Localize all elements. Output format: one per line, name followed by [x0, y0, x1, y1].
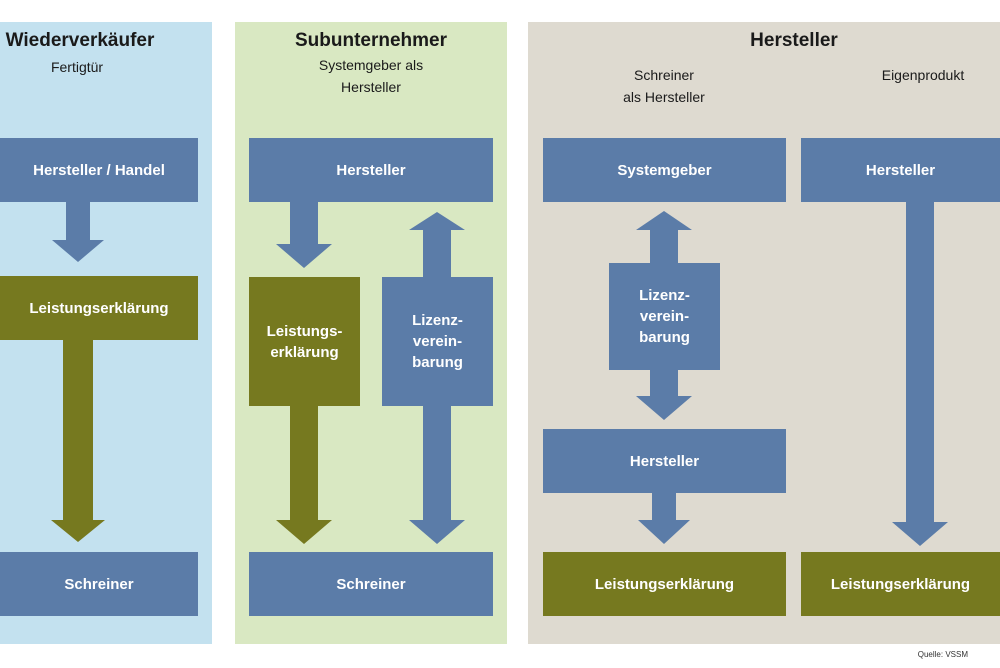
box-lizenzvereinbarung-p3: Lizenz- verein- barung: [609, 263, 720, 370]
arrow-p2-top-down: [276, 202, 332, 268]
box-hersteller-p3-col2: Hersteller: [801, 138, 1000, 202]
box-hersteller-p2: Hersteller: [249, 138, 493, 202]
box-leistungserklaerung-p3-col1: Leistungserklärung: [543, 552, 786, 616]
box-hersteller-p3-col1: Hersteller: [543, 429, 786, 493]
title-wiederverkaeufer: Wiederverkäufer: [5, 30, 155, 51]
title-subunternehmer: Subunternehmer: [294, 30, 448, 51]
title-hersteller: Hersteller: [750, 30, 838, 51]
subtitle-wiederverkaeufer: Fertigtür: [50, 59, 104, 75]
subtitle-subunternehmer: Systemgeber als Hersteller: [318, 57, 424, 95]
box-leistungserklaerung-p3-col2: Leistungserklärung: [801, 552, 1000, 616]
box-schreiner-p1: Schreiner: [0, 552, 198, 616]
box-hersteller-handel: Hersteller / Handel: [0, 138, 198, 202]
arrow-p2-right-up: [409, 212, 465, 277]
arrow-p1-top-down: [52, 202, 104, 262]
box-leistungserklaerung-p2: Leistungs- erklärung: [249, 277, 360, 406]
arrow-p3-license-up: [636, 211, 692, 263]
arrow-p2-right-down: [409, 406, 465, 544]
source-credit: Quelle: VSSM: [917, 650, 968, 659]
subtitle-schreiner-als-hersteller: Schreiner als Hersteller: [623, 67, 705, 105]
arrow-p3-col2-down: [892, 202, 948, 546]
arrow-p2-left-down: [276, 406, 332, 544]
box-lizenzvereinbarung-p2: Lizenz- verein- barung: [382, 277, 493, 406]
arrow-p1-main-down: [51, 340, 105, 542]
arrow-p3-license-down: [636, 370, 692, 420]
box-systemgeber: Systemgeber: [543, 138, 786, 202]
arrow-p3-manufacturer-down: [638, 493, 690, 544]
subtitle-eigenprodukt: Eigenprodukt: [881, 67, 965, 83]
box-schreiner-p2: Schreiner: [249, 552, 493, 616]
box-leistungserklaerung-p1: Leistungserklärung: [0, 276, 198, 340]
